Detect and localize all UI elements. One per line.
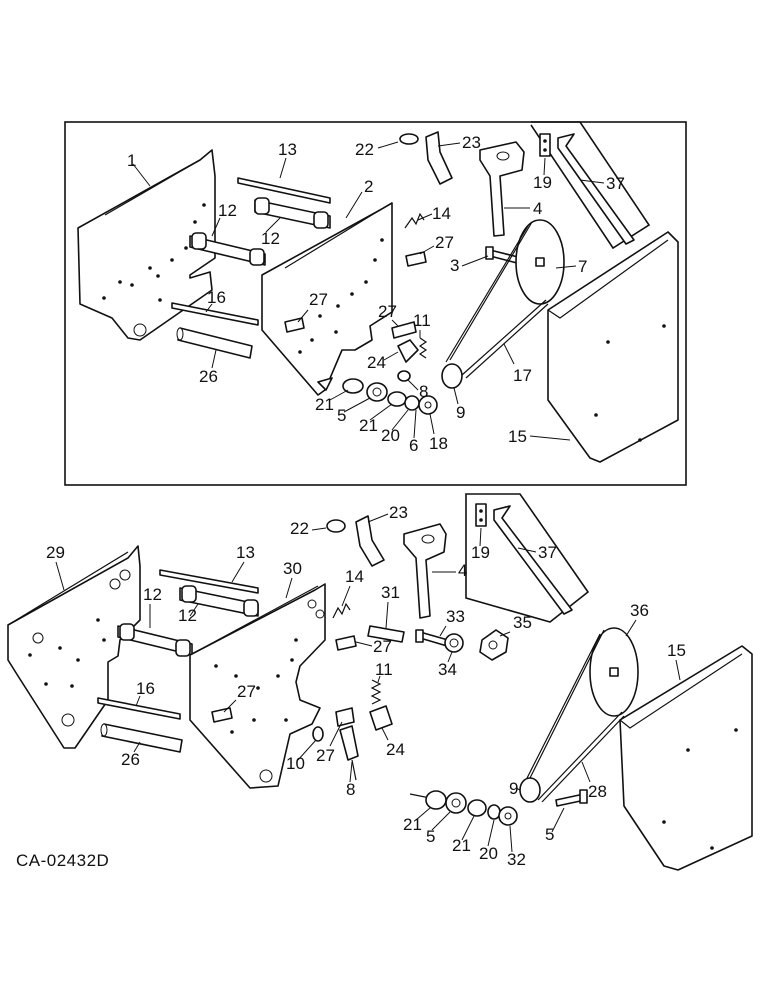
- callout-label: 8: [419, 382, 428, 401]
- callout-label: 31: [381, 583, 400, 602]
- callout-label: 27: [316, 746, 335, 765]
- callout-label: 17: [513, 366, 532, 385]
- callout-label: 15: [508, 427, 527, 446]
- callout-label: 30: [283, 559, 302, 578]
- callout-label: 4: [533, 199, 542, 218]
- roller-part-12c: [179, 585, 259, 617]
- callout-label: 5: [337, 406, 346, 425]
- callout-label: 35: [513, 613, 532, 632]
- callout-label: 3: [450, 256, 459, 275]
- shield-part-15b: [619, 645, 753, 871]
- callout-label: 12: [218, 201, 237, 220]
- callout-label: 21: [452, 836, 471, 855]
- callout-label: 21: [403, 815, 422, 834]
- callout-label: 20: [381, 426, 400, 445]
- shaft-part-13: [237, 177, 331, 204]
- callout-label: 37: [538, 543, 557, 562]
- callout-label: 32: [507, 850, 526, 869]
- callout-label: 4: [458, 561, 467, 580]
- callout-label: 29: [46, 543, 65, 562]
- callout-label: 15: [667, 641, 686, 660]
- upper-view: 1 13 2 12 12 16 26 27 14 27 3 4 7 22 23 …: [64, 121, 687, 486]
- callout-label: 2: [364, 177, 373, 196]
- lower-view: 29 13 30 12 12 16 26 27 10 14 31 27 11 2…: [7, 493, 753, 871]
- callout-label: 12: [143, 585, 162, 604]
- callout-label: 21: [359, 416, 378, 435]
- callout-label: 5: [426, 827, 435, 846]
- upper-view-frame: [64, 121, 687, 486]
- callout-label: 10: [286, 754, 305, 773]
- callout-label: 11: [413, 311, 431, 330]
- callout-label: 27: [309, 290, 328, 309]
- callout-label: 26: [121, 750, 140, 769]
- callout-label: 22: [290, 519, 309, 538]
- callout-label: 8: [346, 780, 355, 799]
- callout-label: 9: [456, 403, 465, 422]
- callout-label: 13: [236, 543, 255, 562]
- callout-label: 9: [509, 779, 518, 798]
- callout-label: 26: [199, 367, 218, 386]
- roller-part-12b: [189, 232, 266, 266]
- drawing-code: CA-02432D: [16, 851, 109, 870]
- callout-label: 24: [367, 353, 386, 372]
- callout-label: 23: [462, 133, 481, 152]
- callout-label: 27: [435, 233, 454, 252]
- callout-label: 19: [471, 543, 490, 562]
- callout-label: 6: [409, 436, 418, 455]
- callout-label: 13: [278, 140, 297, 159]
- callout-label: 18: [429, 434, 448, 453]
- bracket-part-4b: [403, 523, 447, 619]
- callout-label: 33: [446, 607, 465, 626]
- lower-labels: 29 13 30 12 12 16 26 27 10 14 31 27 11 2…: [46, 503, 686, 869]
- callout-label: 12: [261, 229, 280, 248]
- callout-label: 27: [373, 637, 392, 656]
- side-plate-part-29: [7, 545, 141, 749]
- upper-labels: 1 13 2 12 12 16 26 27 14 27 3 4 7 22 23 …: [127, 133, 625, 455]
- brace-inset: [530, 121, 651, 250]
- bracket-part-4: [479, 141, 525, 237]
- shaft-part-16: [171, 302, 259, 326]
- callout-label: 22: [355, 140, 374, 159]
- callout-label: 5: [545, 825, 554, 844]
- callout-label: 34: [438, 660, 457, 679]
- callout-label: 19: [533, 173, 552, 192]
- callout-label: 16: [136, 679, 155, 698]
- callout-label: 14: [432, 204, 451, 223]
- sprocket-part-36: [589, 627, 639, 717]
- callout-label: 37: [606, 174, 625, 193]
- callout-label: 11: [375, 660, 393, 679]
- tube-part-26: [176, 327, 253, 359]
- callout-label: 27: [378, 302, 397, 321]
- callout-label: 1: [127, 151, 136, 170]
- side-plate-part-1: [77, 149, 216, 341]
- callout-label: 16: [207, 288, 226, 307]
- roller-part-12a: [254, 197, 331, 229]
- callout-label: 12: [178, 606, 197, 625]
- callout-label: 21: [315, 395, 334, 414]
- shield-part-15: [547, 231, 679, 463]
- side-plate-part-30: [189, 583, 326, 789]
- callout-label: 28: [588, 782, 607, 801]
- callout-label: 27: [237, 682, 256, 701]
- brace-inset-b: [465, 493, 590, 623]
- callout-label: 36: [630, 601, 649, 620]
- sprocket-part-7: [515, 219, 565, 305]
- callout-label: 14: [345, 567, 364, 586]
- roller-part-12d: [117, 623, 193, 657]
- callout-label: 20: [479, 844, 498, 863]
- callout-label: 24: [386, 740, 405, 759]
- callout-label: 23: [389, 503, 408, 522]
- callout-label: 7: [578, 257, 587, 276]
